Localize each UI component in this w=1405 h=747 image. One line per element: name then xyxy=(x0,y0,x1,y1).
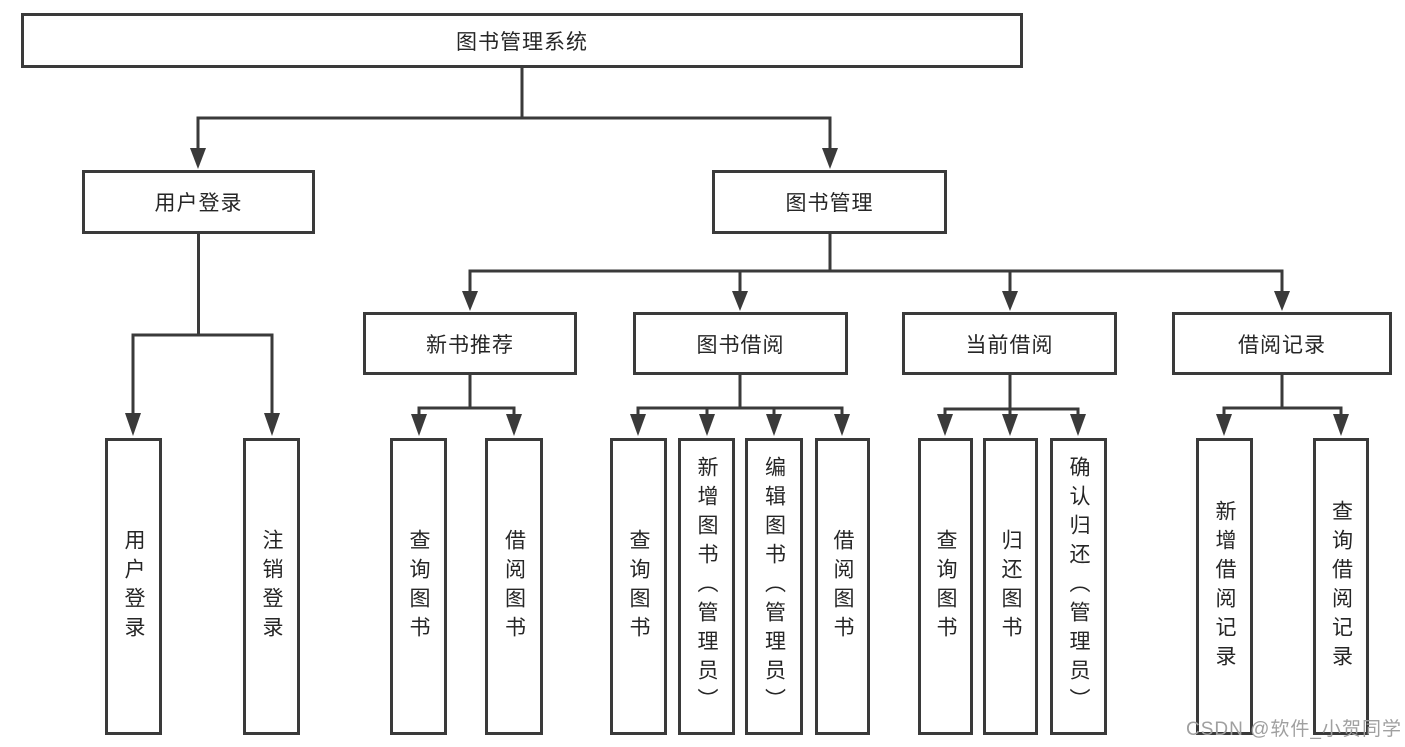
leaf-add-borrow-record: 新增借阅记录 xyxy=(1196,438,1253,735)
leaf-logout: 注销登录 xyxy=(243,438,300,735)
node-user-login: 用户登录 xyxy=(82,170,315,234)
leaf-borrow-books-recommend: 借阅图书 xyxy=(485,438,543,735)
leaf-edit-book-admin: 编辑图书（管理员） xyxy=(745,438,803,735)
node-root: 图书管理系统 xyxy=(21,13,1023,68)
node-book-management: 图书管理 xyxy=(712,170,947,234)
leaf-add-book-admin: 新增图书（管理员） xyxy=(678,438,735,735)
leaf-borrow-books: 借阅图书 xyxy=(815,438,870,735)
node-book-borrow: 图书借阅 xyxy=(633,312,848,375)
leaf-user-login: 用户登录 xyxy=(105,438,162,735)
node-new-book-recommend: 新书推荐 xyxy=(363,312,577,375)
watermark-text: CSDN @软件_小贺同学 xyxy=(1186,719,1402,740)
leaf-return-book: 归还图书 xyxy=(983,438,1038,735)
leaf-query-books-current: 查询图书 xyxy=(918,438,973,735)
leaf-query-borrow-record: 查询借阅记录 xyxy=(1313,438,1369,735)
leaf-query-books-borrow: 查询图书 xyxy=(610,438,667,735)
leaf-query-books-recommend: 查询图书 xyxy=(390,438,447,735)
node-current-borrow: 当前借阅 xyxy=(902,312,1117,375)
node-borrow-records: 借阅记录 xyxy=(1172,312,1392,375)
leaf-confirm-return-admin: 确认归还（管理员） xyxy=(1050,438,1107,735)
